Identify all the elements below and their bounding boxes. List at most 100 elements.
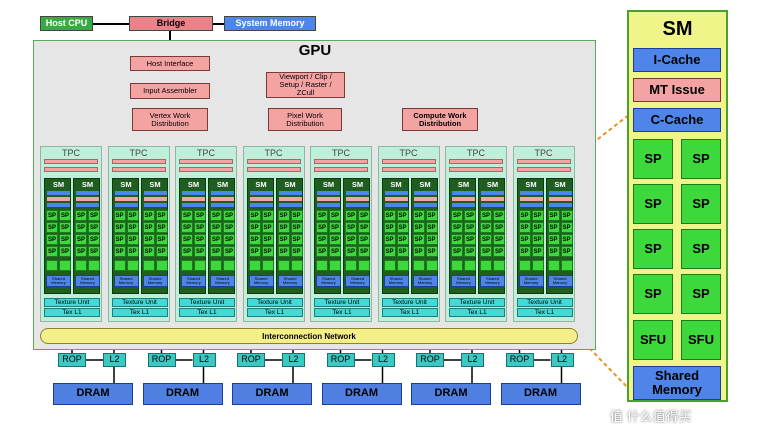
sp-cell: SP: [75, 210, 87, 221]
sp-cell: SP: [451, 210, 463, 221]
tpc-pink-bar: [44, 167, 98, 172]
sp-cell: SP: [412, 210, 425, 221]
sp-cell: SP: [113, 210, 126, 221]
sfu-cell: [451, 260, 463, 271]
sp-cell: SP: [155, 246, 168, 257]
sp-cell: SP: [126, 234, 139, 245]
sp-cell: SP: [46, 210, 58, 221]
tpc-label: TPC: [534, 148, 553, 158]
sfu-cell: [329, 260, 341, 271]
sfu-cell: [261, 260, 274, 271]
sp-cell: SP: [464, 222, 476, 233]
sm-icache-bar: [481, 191, 504, 195]
sm-issue-bar: [317, 197, 340, 201]
mt-issue-box: MT Issue: [633, 78, 721, 102]
sp-cell: SP: [113, 246, 126, 257]
tpc-label: TPC: [332, 148, 350, 158]
sm-shared-memory: Shared Memory: [412, 275, 438, 287]
sm-shared-memory: Shared Memory: [210, 275, 235, 287]
detail-sp-box: SP: [633, 229, 673, 269]
sp-cell: SP: [464, 234, 476, 245]
detail-sp-box: SP: [681, 274, 721, 314]
tex-l1: Tex L1: [246, 308, 303, 317]
sp-cell: SP: [451, 246, 463, 257]
sp-cell: SP: [194, 210, 206, 221]
sm-label: SM: [457, 180, 470, 189]
texture-unit: Texture Unit: [246, 298, 303, 307]
texture-unit: Texture Unit: [381, 298, 438, 307]
tpc-pink-bar: [314, 167, 368, 172]
gpu-title: GPU: [298, 42, 332, 59]
sm-label: SM: [216, 180, 229, 189]
sp-cell: SP: [518, 222, 531, 233]
sm-ccache-bar: [413, 203, 437, 207]
detail-sp-box: SP: [633, 274, 673, 314]
sfu-cell: [46, 260, 58, 271]
tex-l1: Tex L1: [381, 308, 438, 317]
sfu-cell: [248, 260, 261, 271]
tex-l1: Tex L1: [44, 308, 100, 317]
texture-unit: Texture Unit: [449, 298, 505, 307]
sp-cell: SP: [142, 210, 155, 221]
texture-unit: Texture Unit: [111, 298, 168, 307]
tpc-label: TPC: [467, 148, 485, 158]
sm-issue-bar: [278, 197, 302, 201]
tpc-pink-bar: [111, 167, 166, 172]
sp-cell: SP: [383, 210, 396, 221]
sp-cell: SP: [223, 234, 235, 245]
sm-issue-bar: [114, 197, 138, 201]
sfu-cell: [531, 260, 544, 271]
sp-cell: SP: [316, 210, 328, 221]
sm-ccache-bar: [384, 203, 408, 207]
sp-cell: SP: [480, 222, 492, 233]
sp-cell: SP: [261, 222, 274, 233]
tpc-label: TPC: [129, 148, 148, 158]
sp-cell: SP: [223, 246, 235, 257]
sm-ccache-bar: [481, 203, 504, 207]
sp-cell: SP: [412, 246, 425, 257]
sp-cell: SP: [142, 222, 155, 233]
sp-cell: SP: [181, 246, 193, 257]
sp-cell: SP: [126, 222, 139, 233]
sm-label: SM: [120, 180, 132, 189]
texture-unit: Texture Unit: [314, 298, 370, 307]
sp-cell: SP: [46, 246, 58, 257]
tpc-pink-bar: [314, 159, 368, 164]
sm-icache-bar: [76, 191, 99, 195]
detail-sp-box: SP: [681, 229, 721, 269]
sp-cell: SP: [290, 222, 303, 233]
sp-cell: SP: [358, 234, 370, 245]
sm-label: SM: [419, 180, 431, 189]
sp-cell: SP: [329, 222, 341, 233]
sp-cell: SP: [480, 210, 492, 221]
dram-box: DRAM: [321, 383, 402, 405]
tpc-label: TPC: [264, 148, 283, 158]
sm-shared-memory: Shared Memory: [383, 275, 409, 287]
sp-cell: SP: [223, 222, 235, 233]
bridge-box: Bridge: [129, 16, 213, 31]
sm-ccache-bar: [114, 203, 138, 207]
sp-cell: SP: [358, 210, 370, 221]
sm-label: SM: [52, 180, 65, 189]
sm-icache-bar: [452, 191, 475, 195]
sm-ccache-bar: [346, 203, 369, 207]
sm-issue-bar: [346, 197, 369, 201]
sfu-cell: [547, 260, 560, 271]
sp-cell: SP: [547, 246, 560, 257]
sm-ccache-bar: [452, 203, 475, 207]
sp-cell: SP: [261, 210, 274, 221]
sp-cell: SP: [155, 234, 168, 245]
sp-cell: SP: [560, 210, 573, 221]
dram-box: DRAM: [142, 383, 223, 405]
sp-cell: SP: [412, 234, 425, 245]
sfu-cell: [518, 260, 531, 271]
sfu-cell: [59, 260, 71, 271]
sp-cell: SP: [59, 222, 71, 233]
